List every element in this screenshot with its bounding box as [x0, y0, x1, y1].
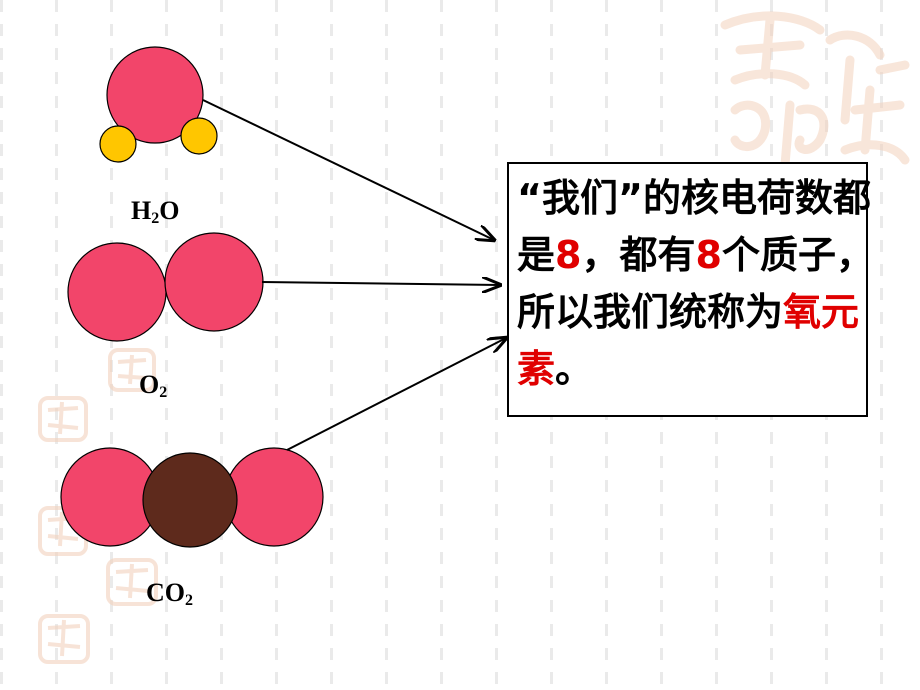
co2-carbon-atom — [142, 452, 238, 548]
o2-oxygen-atom-left — [67, 242, 167, 342]
o2-molecule — [67, 232, 264, 342]
oxygen-element-term: 氧元素 — [517, 290, 860, 391]
nuclear-charge-number: 8 — [555, 233, 582, 277]
explanation-box — [507, 162, 868, 417]
co2-molecule — [60, 447, 324, 548]
arrow-o2-to-textbox — [261, 282, 500, 285]
seal-watermark-small-2 — [38, 396, 88, 442]
co2-formula-label: CO2 — [146, 578, 193, 609]
o2-oxygen-atom-right — [164, 232, 264, 332]
proton-count-number: 8 — [695, 233, 722, 277]
arrow-h2o-to-textbox — [202, 99, 494, 240]
h2o-hydrogen-atom-right — [180, 117, 218, 155]
h2o-oxygen-atom — [106, 46, 204, 144]
o2-formula-label: O2 — [139, 370, 168, 401]
explanation-text: “我们”的核电荷数都是8，都有8个质子，所以我们统称为氧元素。 — [517, 176, 874, 391]
seal-watermark-small-4 — [106, 558, 158, 606]
seal-watermark-large — [720, 11, 910, 170]
h2o-molecule — [99, 46, 218, 163]
seal-watermark-small-5 — [38, 614, 90, 664]
co2-oxygen-atom-right — [224, 447, 324, 547]
h2o-hydrogen-atom-left — [99, 125, 137, 163]
h2o-formula-label: H2O — [131, 196, 180, 227]
seal-watermark-small-1 — [108, 348, 156, 392]
arrow-co2-to-textbox — [286, 338, 506, 451]
